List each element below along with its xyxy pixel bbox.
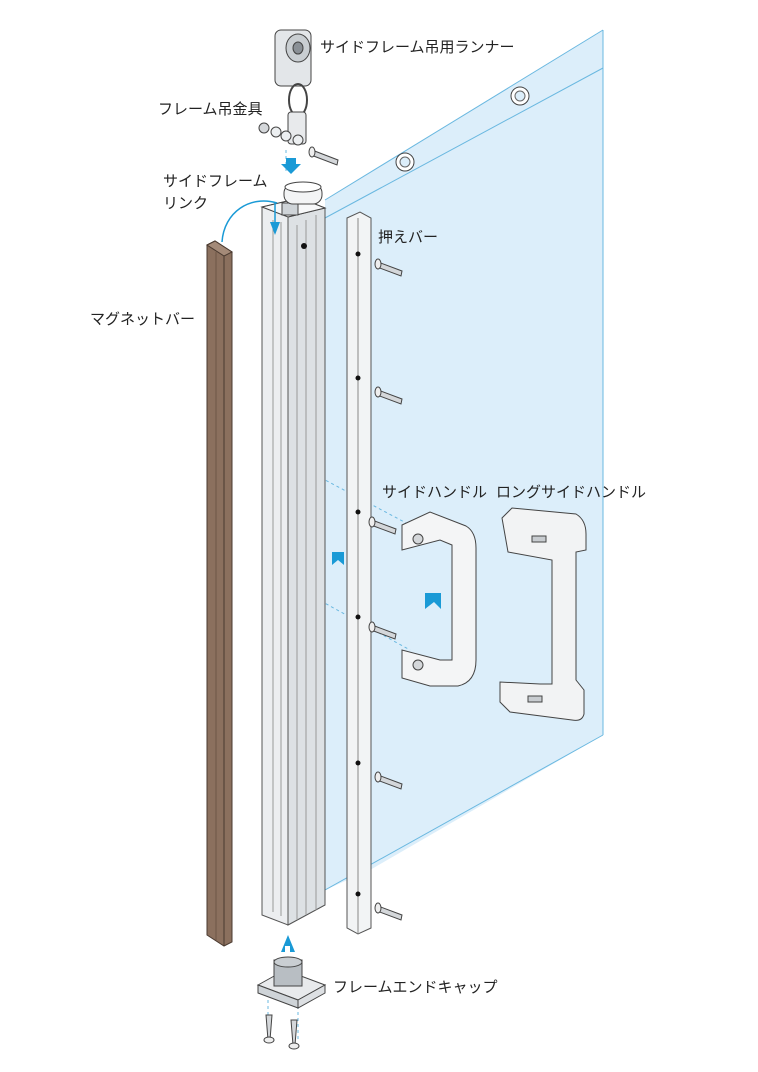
magnet-bar bbox=[205, 240, 234, 947]
arrow-icon bbox=[221, 200, 278, 243]
washer-icon bbox=[395, 152, 415, 172]
side-frame-runner bbox=[274, 29, 312, 117]
hanger-bracket bbox=[258, 111, 307, 146]
arrow-icon bbox=[281, 158, 441, 952]
hanger-label: フレーム吊金具 bbox=[158, 100, 263, 118]
washer-icon bbox=[510, 86, 530, 106]
side-handle-label: サイドハンドル bbox=[382, 483, 488, 501]
link-label-line2: リンク bbox=[163, 194, 209, 212]
arrow-icon bbox=[270, 222, 280, 235]
screw-icon bbox=[308, 146, 339, 166]
link-label-line1: サイドフレーム bbox=[163, 172, 268, 190]
frame-end-cap bbox=[256, 956, 327, 1009]
press-bar bbox=[346, 211, 372, 935]
long-side-handle-label: ロングサイドハンドル bbox=[496, 483, 647, 501]
end-cap-label: フレームエンドキャップ bbox=[333, 978, 498, 996]
runner-label: サイドフレーム吊用ランナー bbox=[320, 38, 515, 56]
long-side-handle bbox=[499, 507, 587, 721]
side-frame bbox=[260, 197, 327, 926]
side-handle bbox=[401, 511, 477, 687]
screw-icon bbox=[263, 1014, 300, 1050]
magnet-bar-label: マグネットバー bbox=[90, 310, 196, 328]
press-bar-label: 押えバー bbox=[378, 228, 439, 246]
side-frame-link bbox=[283, 181, 323, 205]
screw-icon bbox=[368, 258, 403, 921]
